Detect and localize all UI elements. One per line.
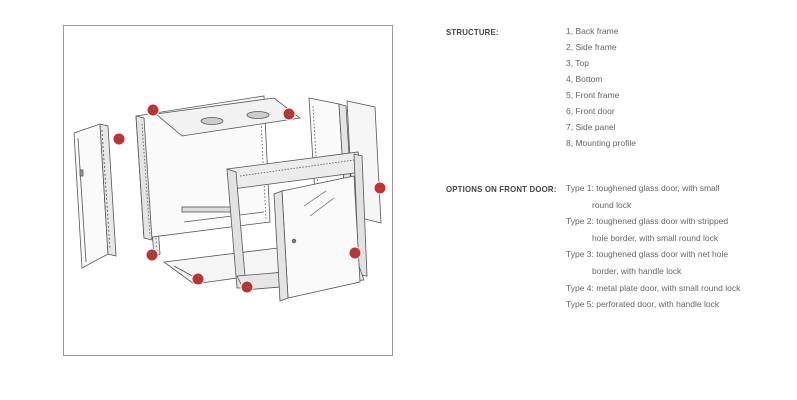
structure-item: 3, Top	[566, 58, 590, 68]
svg-text:6: 6	[353, 250, 357, 257]
svg-text:5: 5	[245, 284, 249, 291]
structure-item: 7, Side panel	[566, 122, 616, 132]
structure-item: 5, Front frame	[566, 90, 620, 100]
structure-item: 1, Back frame	[566, 26, 619, 36]
option-line: Type 1: toughened glass door, with small	[566, 183, 720, 193]
callout-1: 1	[146, 103, 160, 117]
side-frame-part	[73, 123, 117, 269]
option-line: hole border, with small round lock	[592, 232, 719, 243]
option-line: Type 4: metal plate door, with small rou…	[566, 282, 741, 293]
svg-text:4: 4	[196, 276, 200, 283]
front-frame-part	[226, 151, 368, 291]
option-line: Type 3: toughened glass door with net ho…	[566, 249, 729, 260]
top-part	[155, 97, 301, 137]
front-door-part	[273, 175, 361, 302]
front-door-options-list: Type 1: toughened glass door, with small…	[566, 180, 740, 313]
options-heading: OPTIONS ON FRONT DOOR:	[446, 184, 557, 194]
exploded-diagram-frame: 1 2 3 4 5 6 7 8	[63, 25, 393, 356]
option-line: Type 5: perforated door, with handle loc…	[566, 299, 720, 310]
structure-item: 8, Mounting profile	[566, 138, 636, 148]
structure-item: 2, Side frame	[566, 42, 617, 52]
svg-text:7: 7	[378, 185, 382, 192]
option-line: round lock	[592, 199, 632, 210]
callout-8: 8	[145, 248, 159, 262]
svg-text:1: 1	[151, 107, 155, 114]
callout-4: 4	[191, 272, 205, 286]
callout-2: 2	[112, 132, 126, 146]
svg-text:3: 3	[287, 111, 291, 118]
svg-text:2: 2	[117, 136, 121, 143]
cabinet-exploded-view: 1 2 3 4 5 6 7 8	[73, 95, 387, 302]
callout-6: 6	[348, 246, 362, 260]
svg-text:8: 8	[150, 252, 154, 259]
callout-5: 5	[240, 280, 254, 294]
callout-3: 3	[282, 107, 296, 121]
structure-list: 1, Back frame 2, Side frame 3, Top 4, Bo…	[566, 23, 636, 151]
option-line: Type 2: toughened glass door with stripp…	[566, 216, 729, 227]
structure-item: 4, Bottom	[566, 74, 603, 84]
structure-item: 6, Front door	[566, 106, 615, 116]
structure-heading: STRUCTURE:	[446, 27, 499, 37]
callout-7: 7	[373, 181, 387, 195]
option-line: border, with handle lock	[592, 265, 682, 276]
